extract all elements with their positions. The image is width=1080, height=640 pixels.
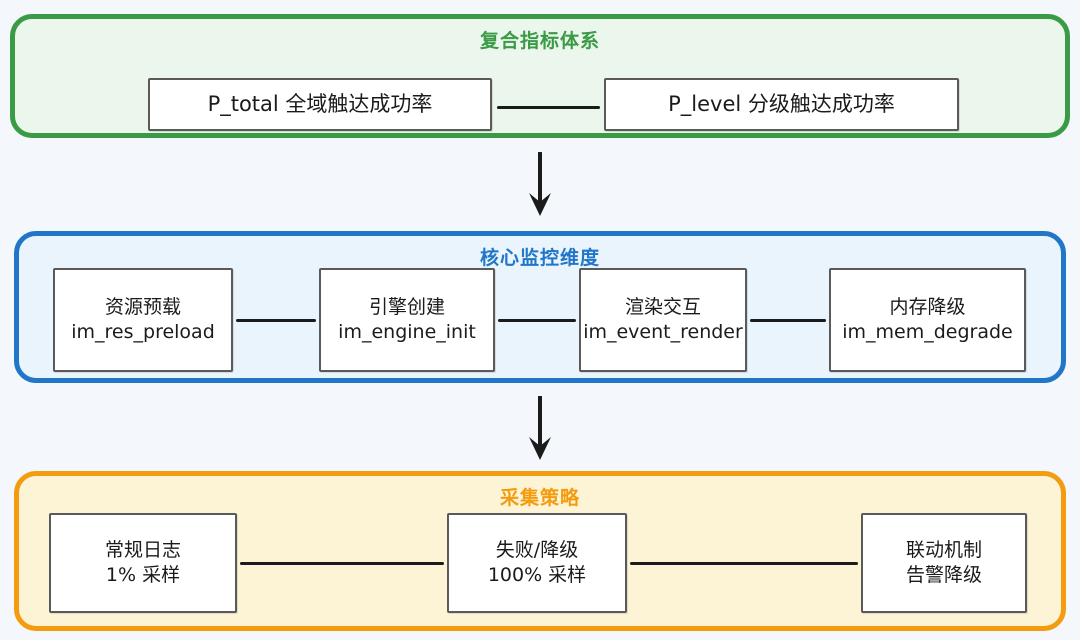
node-res-preload-line1: 资源预载 <box>104 295 181 318</box>
node-linkage[interactable]: 联动机制 告警降级 <box>861 513 1027 613</box>
node-p-level-line1: P_level 分级触达成功率 <box>668 91 895 116</box>
arrow-metrics-to-dimensions <box>520 151 560 218</box>
node-linkage-line1: 联动机制 <box>905 538 982 561</box>
group-metrics: 复合指标体系 P_total 全域触达成功率 P_level 分级触达成功率 <box>10 14 1070 138</box>
node-normal-log-line2: 1% 采样 <box>105 564 181 586</box>
connector-res-engine <box>236 319 316 322</box>
connector-event-mem <box>750 319 826 322</box>
node-engine-init-line1: 引擎创建 <box>368 295 445 318</box>
node-fail-degrade-line1: 失败/降级 <box>495 538 579 561</box>
node-normal-log[interactable]: 常规日志 1% 采样 <box>49 513 237 613</box>
group-strategy-title: 采集策略 <box>499 487 580 509</box>
node-event-render-line2: im_event_render <box>583 321 743 343</box>
node-event-render[interactable]: 渲染交互 im_event_render <box>579 268 747 372</box>
node-engine-init[interactable]: 引擎创建 im_engine_init <box>319 268 495 372</box>
connector-ptotal-plevel <box>497 106 600 109</box>
node-p-level[interactable]: P_level 分级触达成功率 <box>604 78 959 131</box>
connector-engine-event <box>498 319 576 322</box>
node-normal-log-line1: 常规日志 <box>104 538 181 561</box>
node-mem-degrade[interactable]: 内存降级 im_mem_degrade <box>829 268 1026 372</box>
node-p-total-line1: P_total 全域触达成功率 <box>207 91 433 116</box>
connector-fail-linkage <box>630 562 858 565</box>
node-engine-init-line2: im_engine_init <box>338 321 476 343</box>
node-fail-degrade[interactable]: 失败/降级 100% 采样 <box>447 513 627 613</box>
node-p-total[interactable]: P_total 全域触达成功率 <box>148 78 492 131</box>
node-fail-degrade-line2: 100% 采样 <box>487 564 587 586</box>
node-mem-degrade-line2: im_mem_degrade <box>842 321 1013 343</box>
node-res-preload-line2: im_res_preload <box>71 321 215 343</box>
group-dimensions-title: 核心监控维度 <box>479 247 600 269</box>
arrow-dimensions-to-strategy <box>520 395 560 462</box>
node-event-render-line1: 渲染交互 <box>624 295 701 318</box>
node-linkage-line2: 告警降级 <box>905 564 982 586</box>
node-res-preload[interactable]: 资源预载 im_res_preload <box>53 268 233 372</box>
node-mem-degrade-line1: 内存降级 <box>889 295 966 318</box>
connector-log-fail <box>240 562 444 565</box>
group-metrics-title: 复合指标体系 <box>479 30 600 52</box>
